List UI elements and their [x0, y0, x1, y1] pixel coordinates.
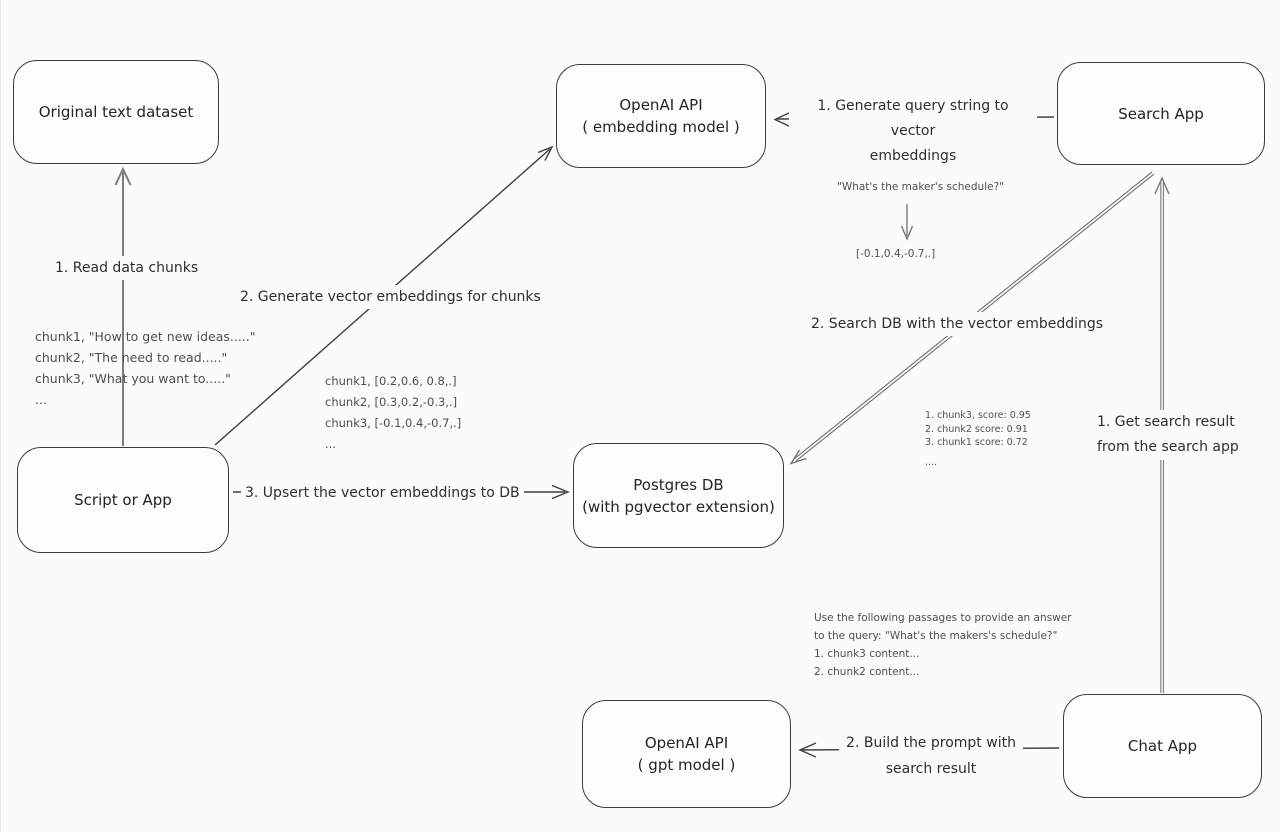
edge-label-read-data-chunks: 1. Read data chunks [51, 256, 203, 280]
annotation-line: ... [35, 392, 47, 407]
arrowhead-get-search-result [1154, 176, 1170, 195]
node-chat-app: Chat App [1063, 694, 1262, 798]
arrowhead-upsert-embeddings [551, 484, 570, 500]
edge-label-line: search result [885, 761, 977, 777]
annotation-line: 1. chunk3, score: 0.95 [925, 410, 1031, 421]
annotation-line: chunk3, [-0.1,0.4,-0.7,.] [325, 416, 462, 430]
node-openai-api-embedding: OpenAI API ( embedding model ) [556, 64, 766, 168]
annotation-search-scores: 1. chunk3, score: 0.95 2. chunk2 score: … [925, 409, 1031, 469]
edge-label-build-prompt: 2. Build the prompt with search result [839, 730, 1023, 782]
arrowhead-search-db [789, 449, 807, 465]
edge-label-line: from the search app [1097, 439, 1239, 455]
annotation-line: 2. chunk2 content... [814, 666, 920, 678]
node-openai-api-gpt: OpenAI API ( gpt model ) [582, 700, 791, 808]
annotation-prompt: Use the following passages to provide an… [814, 609, 1071, 681]
annotation-line: Use the following passages to provide an… [814, 612, 1072, 624]
node-script-or-app: Script or App [17, 447, 229, 553]
annotation-chunk-texts: chunk1, "How to get new ideas....." chun… [35, 326, 256, 410]
annotation-line: chunk1, "How to get new ideas....." [35, 329, 256, 344]
annotation-line: chunk3, "What you want to....." [35, 371, 231, 386]
node-search-app: Search App [1057, 62, 1265, 165]
edge-label-line: embeddings [869, 148, 957, 164]
annotation-line: to the query: "What's the makers's sched… [814, 630, 1058, 642]
node-sublabel: (with pgvector extension) [582, 497, 775, 516]
arrowhead-generate-embeddings [537, 145, 554, 161]
edge-label-line: 1. Get search result [1097, 414, 1235, 430]
arrowhead-query-string-to-vector [900, 225, 914, 241]
annotation-query-string: "What's the maker's schedule?" [837, 181, 1004, 193]
node-label: OpenAI API [644, 734, 729, 752]
annotation-line: chunk2, "The need to read....." [35, 350, 228, 365]
node-label: OpenAI API [619, 96, 703, 114]
node-sublabel: ( embedding model ) [582, 118, 740, 136]
edge-label-search-db: 2. Search DB with the vector embeddings [807, 312, 1108, 336]
node-sublabel: ( gpt model ) [637, 756, 736, 774]
edge-label-generate-embeddings: 2. Generate vector embeddings for chunks [236, 285, 545, 309]
arrowhead-read-data-chunks [114, 166, 132, 186]
edge-label-get-search-result: 1. Get search result from the search app [1093, 410, 1243, 460]
annotation-line: 1. chunk3 content... [814, 648, 920, 660]
edge-label-line: 1. Generate query string to vector [817, 98, 1009, 139]
annotation-line: chunk2, [0.3,0.2,-0.3,.] [325, 395, 458, 409]
node-label: Search App [1118, 104, 1204, 123]
annotation-query-vector: [-0.1,0.4,-0.7,.] [856, 248, 936, 260]
node-postgres-db: Postgres DB (with pgvector extension) [573, 443, 784, 548]
annotation-line: 3. chunk1 score: 0.72 [925, 437, 1028, 448]
node-label: Original text dataset [38, 103, 194, 121]
node-label: Postgres DB [633, 475, 724, 494]
node-label: Script or App [74, 491, 172, 509]
edge-label-line: 2. Build the prompt with [846, 735, 1016, 751]
annotation-line: ... [325, 437, 336, 451]
edge-label-upsert-embeddings: 3. Upsert the vector embeddings to DB [241, 481, 524, 505]
edge-label-query-to-vector: 1. Generate query string to vector embed… [789, 94, 1037, 169]
arrowhead-build-prompt [798, 742, 817, 758]
annotation-chunk-vectors: chunk1, [0.2,0.6, 0.8,.] chunk2, [0.3,0.… [325, 371, 461, 455]
annotation-line: .... [925, 456, 938, 468]
annotation-line: chunk1, [0.2,0.6, 0.8,.] [325, 374, 457, 388]
node-original-text-dataset: Original text dataset [13, 60, 219, 164]
annotation-line: 2. chunk2 score: 0.91 [925, 423, 1028, 435]
node-label: Chat App [1127, 737, 1198, 755]
